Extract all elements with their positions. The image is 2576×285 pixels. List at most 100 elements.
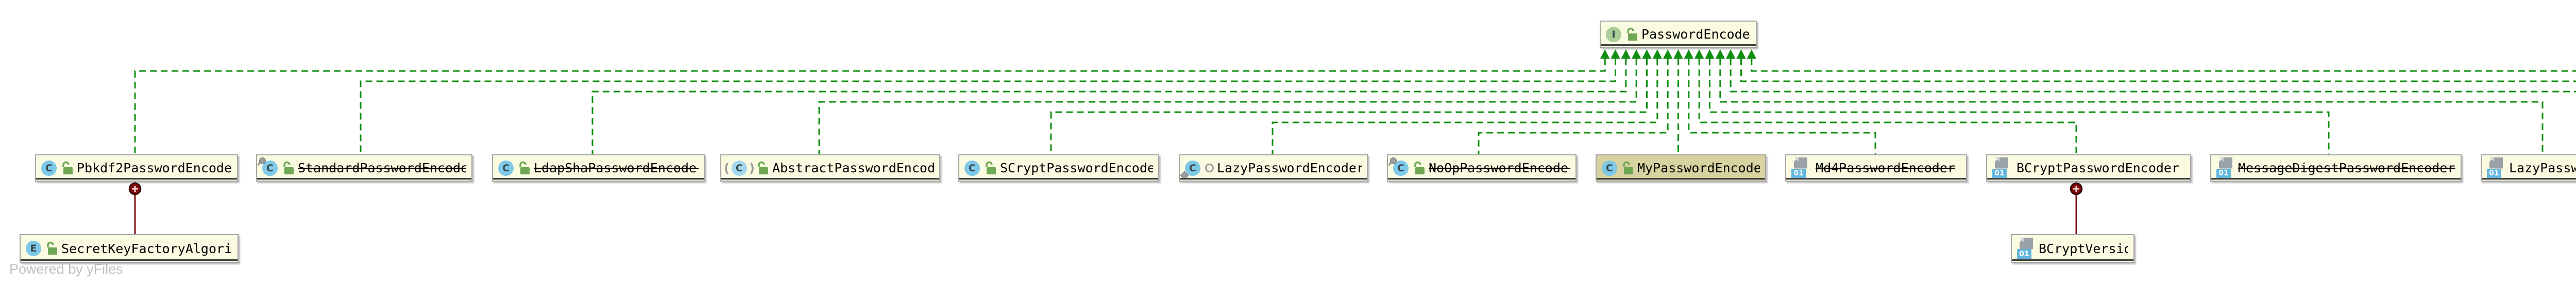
uml-node-lazypasswordencoder[interactable]: C LazyPasswordEncoder (1179, 154, 1368, 182)
uml-node-secretkeyfactoryalgorithm[interactable]: E SecretKeyFactoryAlgorithm (20, 234, 239, 263)
inheritance-arrowhead (1715, 49, 1725, 59)
interface-icon: I (1606, 26, 1621, 42)
node-icons: 01 (1992, 157, 2011, 179)
public-open-lock-icon (519, 161, 530, 174)
implements-edge-nooppasswordencoder (1478, 59, 1669, 154)
compiled-class-file-icon: 01 (2017, 238, 2036, 259)
node-icons: C (498, 160, 531, 176)
inheritance-arrowhead (1694, 49, 1704, 59)
node-icons: I (1606, 26, 1638, 42)
uml-node-bcryptversion[interactable]: 01BCryptVersion (2011, 234, 2134, 263)
node-icons: 01 (2216, 157, 2235, 179)
implements-edge-standardpasswordencoder (360, 59, 1616, 154)
compiled-class-file-icon: 01 (2216, 157, 2235, 179)
implements-edge-lazypasswordencoder2 (1719, 59, 2544, 154)
compiled-class-file-icon: 01 (1791, 157, 1810, 179)
enum-icon: E (26, 241, 41, 256)
implements-edge-lazypasswordencoder (1272, 59, 1658, 154)
abstract-marker: ( (724, 161, 730, 175)
final-class-icon: C (1390, 157, 1409, 176)
implements-edge-unmappedidpasswordencoder (1751, 59, 2576, 72)
node-label: BCryptPasswordEncoder (2016, 161, 2180, 175)
static-class-icon: C (1180, 160, 1200, 180)
abstract-marker: ) (749, 161, 755, 175)
inheritance-arrowhead (1663, 49, 1673, 59)
implements-edge-scryptpasswordencoder (1050, 59, 1648, 154)
node-label: PasswordEncoder (1641, 27, 1751, 42)
class-icon: C (498, 160, 514, 176)
abstract-class-icon: C (731, 160, 747, 176)
inheritance-arrowhead (1736, 49, 1746, 59)
node-label: NoOpPasswordEncoder (1429, 161, 1570, 175)
inheritance-arrowhead (1726, 49, 1736, 59)
inheritance-arrowhead (1600, 49, 1610, 59)
inheritance-arrowhead (1705, 49, 1715, 59)
compiled-class-file-icon: 01 (1992, 157, 2011, 179)
inheritance-arrowhead (1642, 49, 1652, 59)
public-open-lock-icon (1623, 161, 1633, 174)
public-open-lock-icon (1627, 27, 1637, 41)
public-open-lock-icon (986, 161, 996, 174)
node-icons: C (1602, 160, 1634, 176)
public-open-lock-icon (283, 161, 294, 174)
node-icons: C (964, 160, 997, 176)
node-label: MyPasswordEncoder (1637, 161, 1760, 175)
inheritance-arrowhead (1611, 49, 1620, 59)
compiled-class-file-icon: 01 (2487, 157, 2505, 179)
inheritance-arrowhead (1621, 49, 1631, 59)
uml-node-lazypasswordencoder2[interactable]: 01 LazyPasswordEncoder (2481, 154, 2576, 182)
inner-class-plus-icon (128, 182, 142, 195)
node-label: AbstractPasswordEncoder (772, 161, 934, 175)
uml-node-scryptpasswordencoder[interactable]: C SCryptPasswordEncoder (958, 154, 1159, 182)
node-label: LdapShaPasswordEncoder (534, 161, 699, 175)
node-icons: C (1390, 157, 1426, 176)
uml-node-passwordencoder[interactable]: I PasswordEncoder (1600, 21, 1757, 48)
inheritance-arrowhead (1632, 49, 1641, 59)
public-open-lock-icon (62, 161, 73, 174)
uml-node-pbkdf2passwordencoder[interactable]: C Pbkdf2PasswordEncoder (35, 154, 238, 182)
node-label: Md4PasswordEncoder (1816, 161, 1955, 175)
inheritance-arrowhead (1747, 49, 1756, 59)
final-pin-icon (1390, 157, 1397, 164)
node-label: SCryptPasswordEncoder (1000, 161, 1153, 175)
final-class-icon: C (259, 157, 278, 176)
static-diamond-icon (1180, 171, 1189, 180)
node-label: MessageDigestPasswordEncoder (2238, 161, 2455, 175)
implements-edge-md4passwordencoder (1688, 59, 1876, 154)
uml-node-mypasswordencoder[interactable]: C MyPasswordEncoder (1596, 154, 1766, 182)
node-label: SecretKeyFactoryAlgorithm (61, 241, 232, 256)
node-label: LazyPasswordEncoder (1217, 161, 1362, 175)
package-private-icon (1205, 164, 1214, 172)
uml-node-abstractpasswordencoder[interactable]: (C)AbstractPasswordEncoder (720, 154, 940, 182)
node-label: LazyPasswordEncoder (2509, 161, 2576, 175)
node-icons: C (1180, 160, 1214, 180)
implements-edge-ldapshapasswordencoder (591, 59, 1627, 154)
inheritance-arrowhead (1684, 49, 1693, 59)
class-icon: C (964, 160, 980, 176)
node-icons: 01 (2487, 157, 2505, 179)
yfiles-watermark: Powered by yFiles (9, 261, 123, 277)
class-icon: C (41, 160, 57, 176)
inner-class-plus-icon (2070, 182, 2083, 195)
implements-edge-argon2passwordencoder (1730, 59, 2576, 93)
inheritance-arrowhead (1673, 49, 1683, 59)
uml-node-bcryptpasswordencoder[interactable]: 01 BCryptPasswordEncoder (1986, 154, 2191, 182)
node-label: Pbkdf2PasswordEncoder (77, 161, 232, 175)
node-label: BCryptVersion (2039, 241, 2128, 256)
node-icons: C (259, 157, 295, 176)
public-open-lock-icon (1414, 161, 1425, 174)
uml-node-ldapshapasswordencoder[interactable]: C LdapShaPasswordEncoder (492, 154, 705, 182)
node-icons: (C) (724, 160, 769, 176)
public-open-lock-icon (758, 161, 768, 174)
node-icons: 01 (2017, 238, 2036, 259)
class-icon: C (1602, 160, 1617, 176)
node-icons: C (41, 160, 74, 176)
implements-edge-bcryptpasswordencoder (1698, 59, 2077, 154)
implements-edge-delegatingpasswordencoder (1740, 59, 2576, 82)
uml-node-md4passwordencoder[interactable]: 01 Md4PasswordEncoder (1785, 154, 1967, 182)
uml-node-nooppasswordencoder[interactable]: C NoOpPasswordEncoder (1387, 154, 1577, 182)
node-icons: 01 (1791, 157, 1810, 179)
